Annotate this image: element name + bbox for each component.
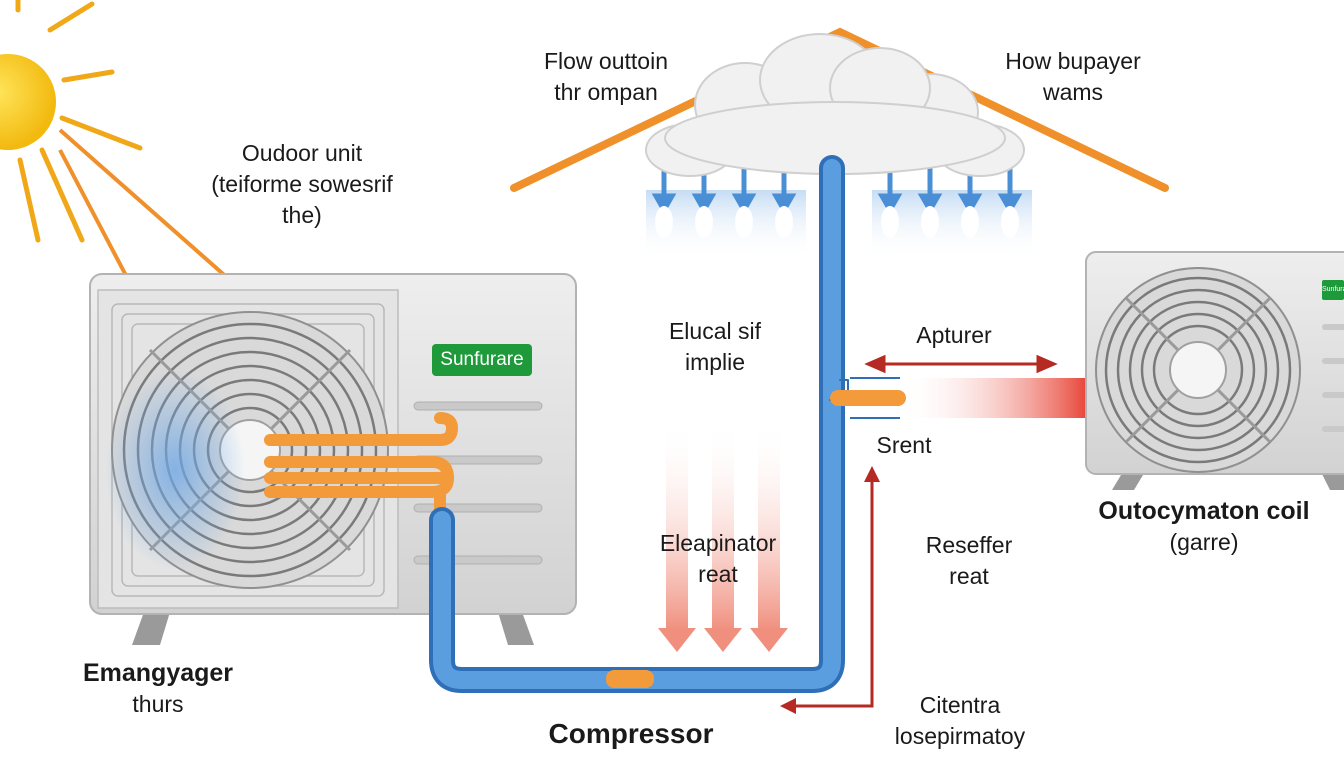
label-line: thr ompan <box>554 79 658 105</box>
label-line: losepirmatoy <box>894 723 1026 749</box>
label-line: (garre) <box>1169 529 1239 555</box>
return-arrow-heads <box>780 466 880 714</box>
label-line: the) <box>282 202 322 228</box>
cloud-icon <box>645 33 1025 177</box>
label-elucal: Elucal sif implie <box>642 316 788 378</box>
label-line: reat <box>949 563 989 589</box>
label-line: Flow outtoin <box>543 48 668 74</box>
label-outocymaton-coil: Outocymaton coil (garre) <box>1070 496 1338 558</box>
right-outdoor-unit <box>1085 251 1344 490</box>
label-eleapinator: Eleapinator reat <box>632 528 804 590</box>
label-line: reat <box>698 561 738 587</box>
label-line: Oudoor unit <box>241 140 363 166</box>
roof <box>510 27 1169 192</box>
sun-icon <box>0 0 143 243</box>
left-outdoor-unit <box>89 273 577 645</box>
label-flow-outtion: Flow outtoin thr ompan <box>520 46 692 108</box>
label-line: How bupayer <box>1005 48 1141 74</box>
evaporator-heat-arrows <box>658 420 788 652</box>
right-unit-vents <box>1322 324 1344 432</box>
label-citentra: Citentra losepirmatoy <box>860 690 1060 752</box>
label-outdoor-unit: Oudoor unit (teiforme sowesrif the) <box>182 138 422 231</box>
label-srent: Srent <box>876 432 932 458</box>
label-line: Outocymaton coil <box>1098 497 1310 525</box>
cool-air-arrows <box>646 168 1032 260</box>
label-apturer: Apturer <box>916 322 992 348</box>
left-unit-brand-badge: Sunfurare <box>432 344 532 376</box>
left-fan-icon <box>105 311 389 589</box>
return-flow-arrow <box>792 480 874 708</box>
label-line: Emangyager <box>82 659 234 687</box>
label-line: wams <box>1042 79 1104 105</box>
label-line: Eleapinator <box>659 530 777 556</box>
label-line: Reseffer <box>925 532 1013 558</box>
label-how-bupayer: How bupayer wams <box>984 46 1162 108</box>
label-line: Citentra <box>919 692 1001 718</box>
compressor-marker <box>606 670 654 688</box>
label-reseffer: Reseffer reat <box>900 530 1038 592</box>
hot-flow-pipe <box>830 377 1086 419</box>
apturer-double-arrow <box>864 354 1058 374</box>
label-compressor: Compressor <box>548 718 714 749</box>
label-line: thurs <box>132 691 184 717</box>
label-line: (teiforme sowesrif <box>211 171 393 197</box>
right-unit-brand-badge: Sunfurare <box>1322 280 1344 300</box>
right-fan-icon <box>1095 267 1301 473</box>
label-line: Elucal sif <box>668 318 762 344</box>
label-line: implie <box>684 349 746 375</box>
label-emangyager: Emangyager thurs <box>56 658 260 720</box>
